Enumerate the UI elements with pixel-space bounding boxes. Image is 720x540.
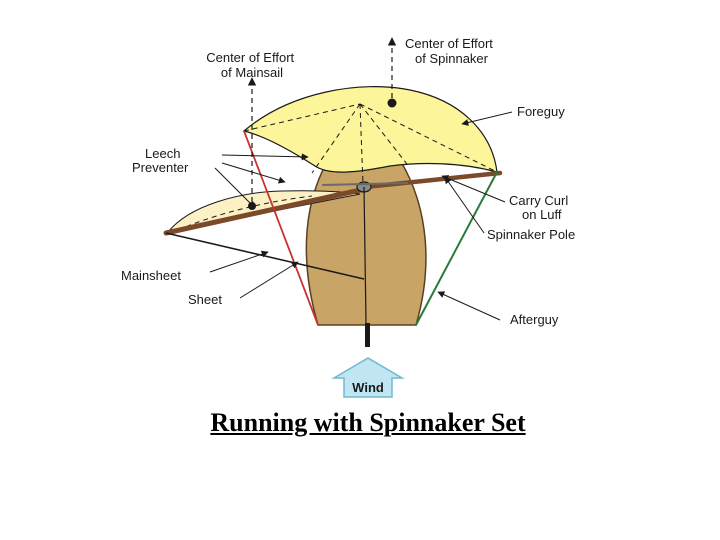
wind-arrow [331,357,405,398]
label-mainsheet: Mainsheet [121,268,181,283]
label-afterguy: Afterguy [510,312,559,327]
mast-line [363,186,367,324]
rudder [365,323,370,347]
afterguy-line [415,171,498,326]
spinnaker-center-of-effort-dot [387,98,397,108]
spinnaker-dashed-lines [243,103,498,186]
spinnaker-sail [242,86,498,173]
label-sheet: Sheet [188,292,222,307]
mainsail-center-of-effort-dot [248,202,256,210]
label-ce-spinnaker: Center of Effort of Spinnaker [405,36,497,66]
label-leech-preventer: Leech Preventer [132,146,189,175]
label-pointer-arrows [209,111,513,321]
leech-preventer-line [243,130,319,326]
mast-crossbar [321,182,409,186]
label-spinnaker-pole: Spinnaker Pole [487,227,575,242]
label-carry-curl: Carry Curl on Luff [509,193,572,222]
wind-label: Wind [352,380,384,395]
boom [163,186,368,236]
label-foreguy: Foreguy [517,104,565,119]
spinnaker-pole [362,170,503,190]
label-ce-mainsail: Center of Effort of Mainsail [206,50,298,80]
diagram-caption: Running with Spinnaker Set [210,408,526,437]
